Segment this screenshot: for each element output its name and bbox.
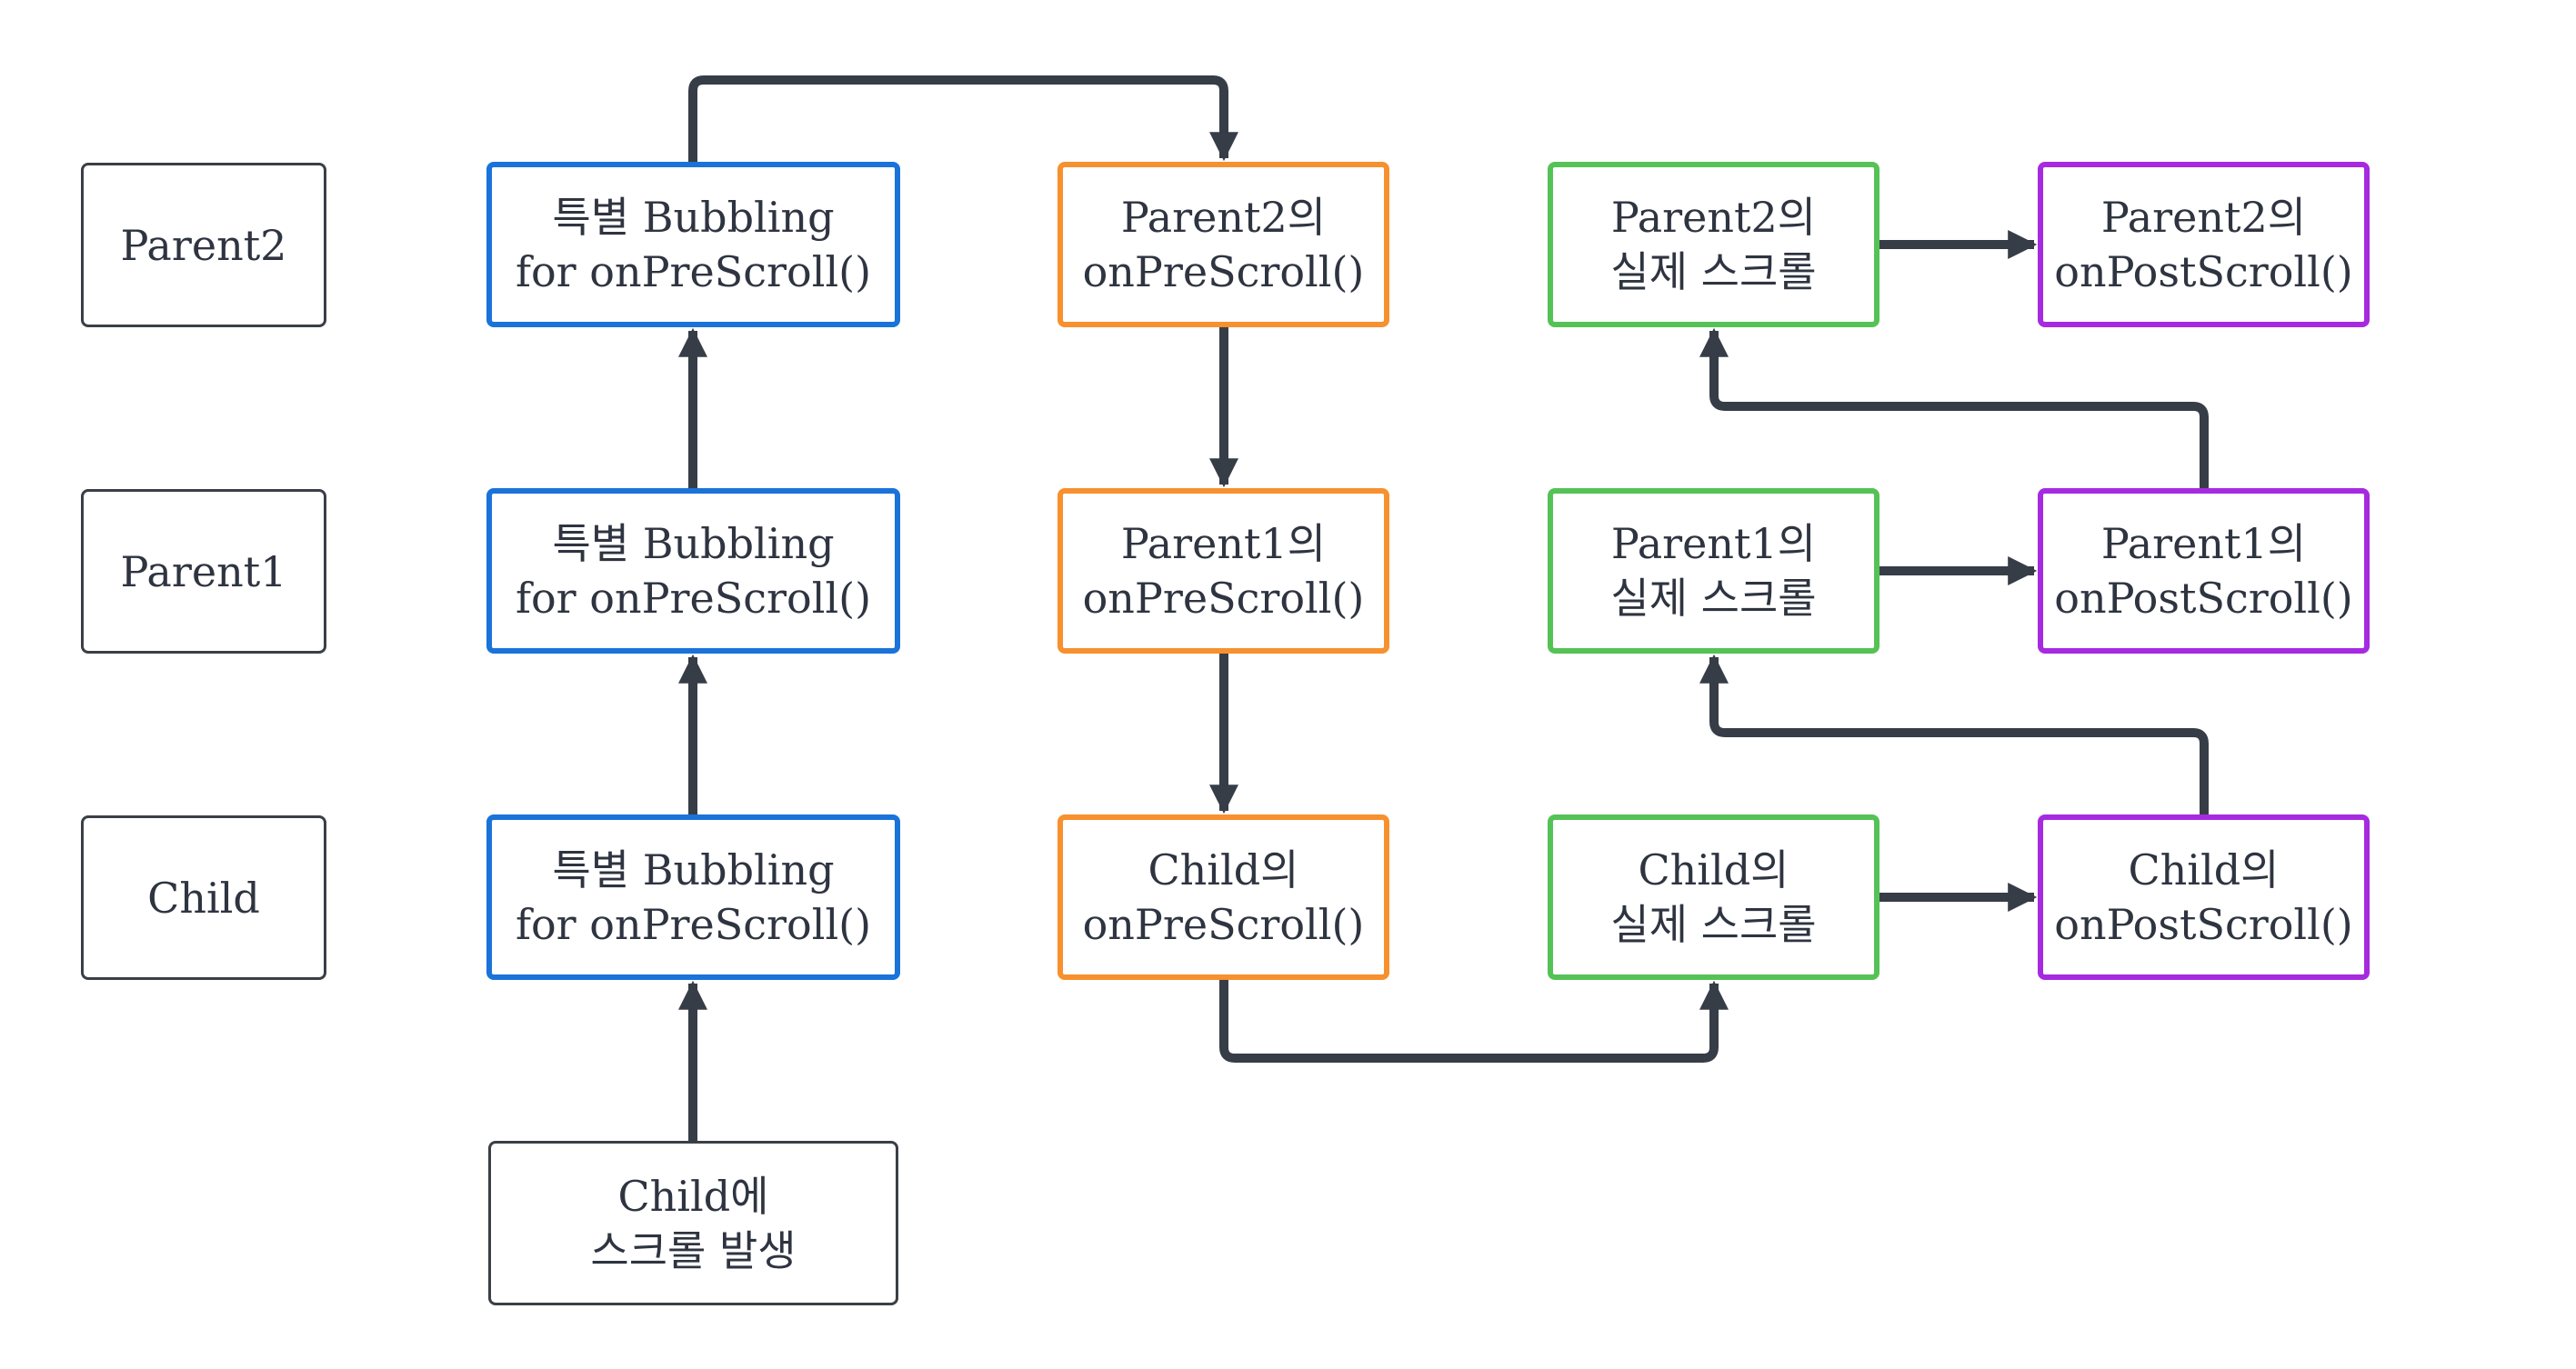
node-line-1: Child에 [617, 1171, 769, 1221]
row-label-parent1: Parent1 [81, 489, 326, 654]
node-line-2: onPostScroll() [2054, 247, 2353, 296]
bubbling-node-parent1: 특별 Bubbling for onPreScroll() [486, 488, 900, 654]
node-line-1: 특별 Bubbling [552, 845, 835, 894]
node-line-2: 실제 스크롤 [1610, 574, 1817, 623]
edge-bubbling-parent2-to-prescroll-parent2 [688, 75, 1239, 162]
row-label-text: Child [147, 873, 260, 923]
row-label-text: Parent1 [120, 546, 287, 596]
node-line-2: onPreScroll() [1082, 574, 1365, 623]
node-line-1: Parent2의 [1120, 193, 1327, 242]
node-line-1: Parent1의 [2100, 519, 2307, 568]
node-line-2: 스크롤 발생 [590, 1225, 797, 1275]
node-line-2: onPostScroll() [2054, 574, 2353, 623]
edge-prescroll-child-to-scroll-child [1219, 980, 1729, 1063]
node-line-2: onPostScroll() [2054, 900, 2353, 949]
row-label-parent2: Parent2 [81, 163, 326, 327]
postscroll-node-parent1: Parent1의 onPostScroll() [2038, 488, 2370, 654]
prescroll-node-parent2: Parent2의 onPreScroll() [1057, 162, 1389, 327]
row-label-child: Child [81, 815, 326, 980]
scroll-node-parent2: Parent2의 실제 스크롤 [1548, 162, 1879, 327]
node-line-2: for onPreScroll() [515, 247, 872, 296]
prescroll-node-child: Child의 onPreScroll() [1057, 814, 1389, 980]
postscroll-node-child: Child의 onPostScroll() [2038, 814, 2370, 980]
node-line-2: 실제 스크롤 [1610, 900, 1817, 949]
node-line-1: Parent2의 [1610, 193, 1817, 242]
node-line-2: 실제 스크롤 [1610, 247, 1817, 296]
node-line-1: Parent1의 [1120, 519, 1327, 568]
scroll-node-child: Child의 실제 스크롤 [1548, 814, 1879, 980]
edge-postscroll-child-to-scroll-parent1 [1699, 654, 2209, 814]
bubbling-node-parent2: 특별 Bubbling for onPreScroll() [486, 162, 900, 327]
node-line-2: for onPreScroll() [515, 574, 872, 623]
edge-postscroll-parent1-to-scroll-parent2 [1699, 327, 2209, 488]
node-line-1: Parent2의 [2100, 193, 2307, 242]
postscroll-node-parent2: Parent2의 onPostScroll() [2038, 162, 2370, 327]
node-line-1: Parent1의 [1610, 519, 1817, 568]
node-line-2: onPreScroll() [1082, 900, 1365, 949]
node-line-1: Child의 [2128, 845, 2280, 894]
scroll-node-parent1: Parent1의 실제 스크롤 [1548, 488, 1879, 654]
node-line-1: Child의 [1638, 845, 1789, 894]
node-line-1: Child의 [1148, 845, 1299, 894]
row-label-text: Parent2 [120, 220, 287, 270]
bubbling-node-child: 특별 Bubbling for onPreScroll() [486, 814, 900, 980]
prescroll-node-parent1: Parent1의 onPreScroll() [1057, 488, 1389, 654]
node-line-1: 특별 Bubbling [552, 519, 835, 568]
start-node-child-scroll: Child에 스크롤 발생 [488, 1141, 898, 1305]
node-line-1: 특별 Bubbling [552, 193, 835, 242]
node-line-2: for onPreScroll() [515, 900, 872, 949]
node-line-2: onPreScroll() [1082, 247, 1365, 296]
